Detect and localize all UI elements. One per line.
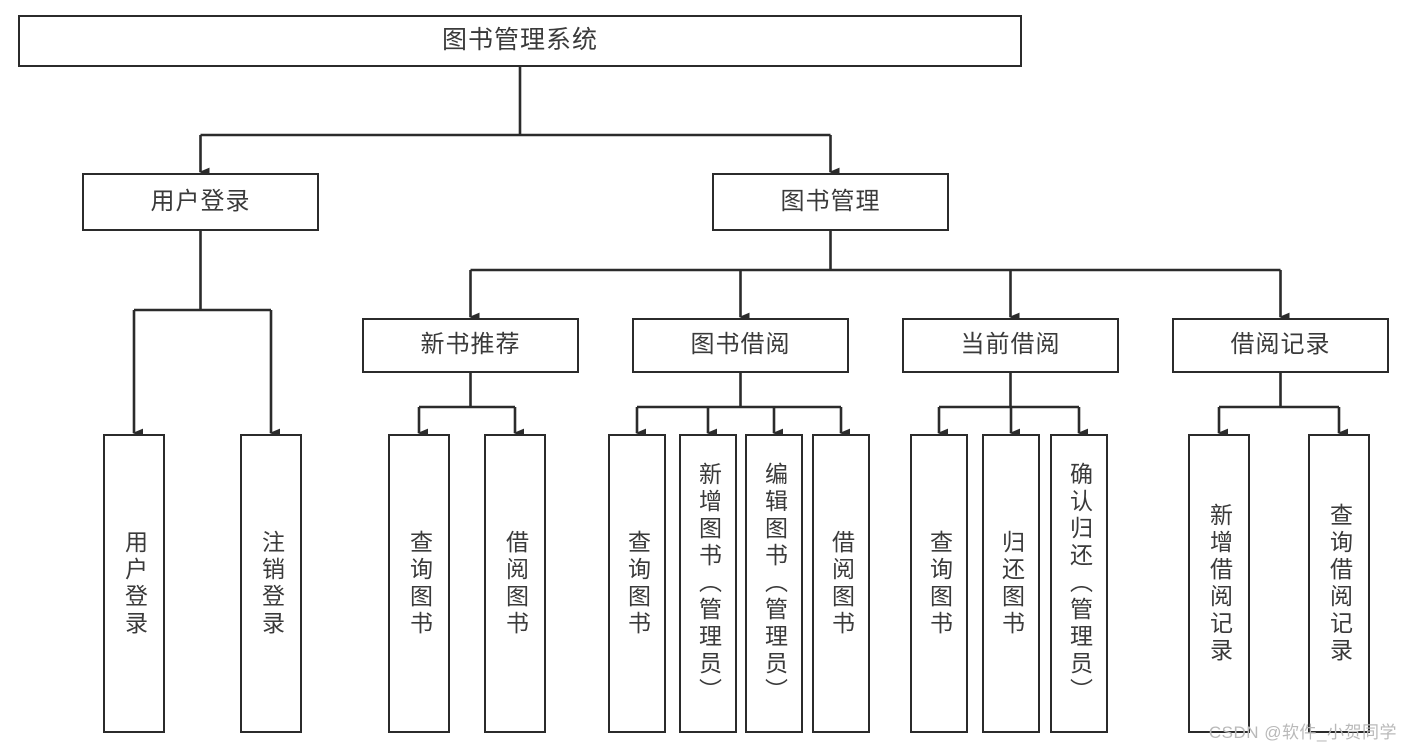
leaf-user-login-label: 用户登录 [121, 529, 148, 638]
node-current-borrow-label: 当前借阅 [960, 331, 1061, 359]
leaf-query-book-borrow[interactable]: 查询图书 [608, 434, 666, 733]
node-current-borrow[interactable]: 当前借阅 [902, 318, 1119, 373]
node-borrow-record-label: 借阅记录 [1230, 331, 1331, 359]
leaf-query-book-current-label: 查询图书 [926, 529, 953, 638]
leaf-add-book-admin[interactable]: 新增图书（管理员） [679, 434, 737, 733]
leaf-add-book-admin-label: 新增图书（管理员） [695, 462, 722, 705]
leaf-borrow-book-recommend-label: 借阅图书 [502, 529, 529, 638]
node-book-borrow[interactable]: 图书借阅 [632, 318, 849, 373]
node-book-borrow-label: 图书借阅 [690, 331, 791, 359]
leaf-edit-book-admin-label: 编辑图书（管理员） [761, 462, 788, 705]
leaf-edit-book-admin[interactable]: 编辑图书（管理员） [745, 434, 803, 733]
leaf-return-book[interactable]: 归还图书 [982, 434, 1040, 733]
leaf-user-login[interactable]: 用户登录 [103, 434, 165, 733]
leaf-confirm-return-admin[interactable]: 确认归还（管理员） [1050, 434, 1108, 733]
leaf-confirm-return-admin-label: 确认归还（管理员） [1066, 462, 1093, 705]
leaf-borrow-book-label: 借阅图书 [828, 529, 855, 638]
leaf-add-borrow-record[interactable]: 新增借阅记录 [1188, 434, 1250, 733]
node-user-login[interactable]: 用户登录 [82, 173, 319, 231]
leaf-borrow-book-recommend[interactable]: 借阅图书 [484, 434, 546, 733]
leaf-return-book-label: 归还图书 [998, 529, 1025, 638]
node-new-book-recommend[interactable]: 新书推荐 [362, 318, 579, 373]
leaf-query-book-recommend[interactable]: 查询图书 [388, 434, 450, 733]
node-root[interactable]: 图书管理系统 [18, 15, 1022, 67]
node-book-manage[interactable]: 图书管理 [712, 173, 949, 231]
watermark: CSDN @软件_小贺同学 [1208, 723, 1397, 742]
node-user-login-label: 用户登录 [150, 187, 251, 215]
leaf-query-borrow-record-label: 查询借阅记录 [1326, 502, 1353, 665]
leaf-logout-label: 注销登录 [258, 529, 285, 638]
leaf-borrow-book[interactable]: 借阅图书 [812, 434, 870, 733]
node-book-manage-label: 图书管理 [780, 187, 881, 215]
leaf-logout[interactable]: 注销登录 [240, 434, 302, 733]
leaf-query-book-borrow-label: 查询图书 [624, 529, 651, 638]
leaf-query-book-current[interactable]: 查询图书 [910, 434, 968, 733]
node-root-label: 图书管理系统 [441, 26, 598, 55]
leaf-query-borrow-record[interactable]: 查询借阅记录 [1308, 434, 1370, 733]
node-new-book-recommend-label: 新书推荐 [420, 331, 521, 359]
leaf-query-book-recommend-label: 查询图书 [406, 529, 433, 638]
leaf-add-borrow-record-label: 新增借阅记录 [1206, 502, 1233, 665]
node-borrow-record[interactable]: 借阅记录 [1172, 318, 1389, 373]
